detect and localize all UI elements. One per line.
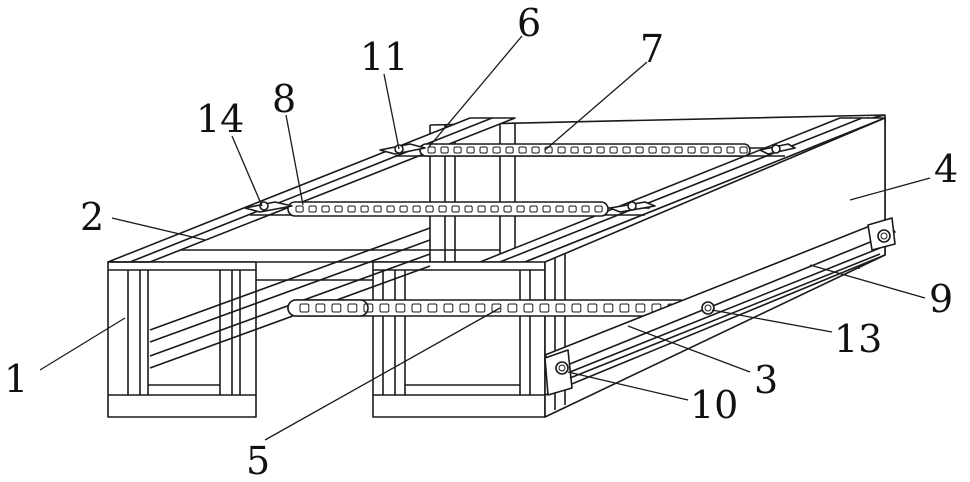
callout-13: 13 xyxy=(834,317,882,361)
bolt-icon xyxy=(628,202,636,210)
callout-14: 14 xyxy=(196,97,244,141)
toothed-bar-lower xyxy=(288,202,608,216)
bolt-13-icon xyxy=(702,302,714,314)
callout-11: 11 xyxy=(360,35,408,79)
callout-8: 8 xyxy=(272,77,296,121)
front-left-leg xyxy=(108,262,256,417)
callout-10: 10 xyxy=(690,383,738,427)
bolt-10-icon xyxy=(556,362,568,374)
callout-4: 4 xyxy=(934,147,958,191)
callout-7: 7 xyxy=(640,27,664,71)
lower-toothed-shaft xyxy=(288,300,688,316)
callout-6: 6 xyxy=(517,1,541,45)
callout-3: 3 xyxy=(754,358,778,402)
callout-5: 5 xyxy=(246,439,270,482)
toothed-bar-upper xyxy=(420,144,750,156)
callout-2: 2 xyxy=(80,195,104,239)
callout-9: 9 xyxy=(929,277,953,321)
bolt-icon xyxy=(878,230,890,242)
callout-1: 1 xyxy=(4,357,28,401)
bolt-icon xyxy=(772,145,780,153)
